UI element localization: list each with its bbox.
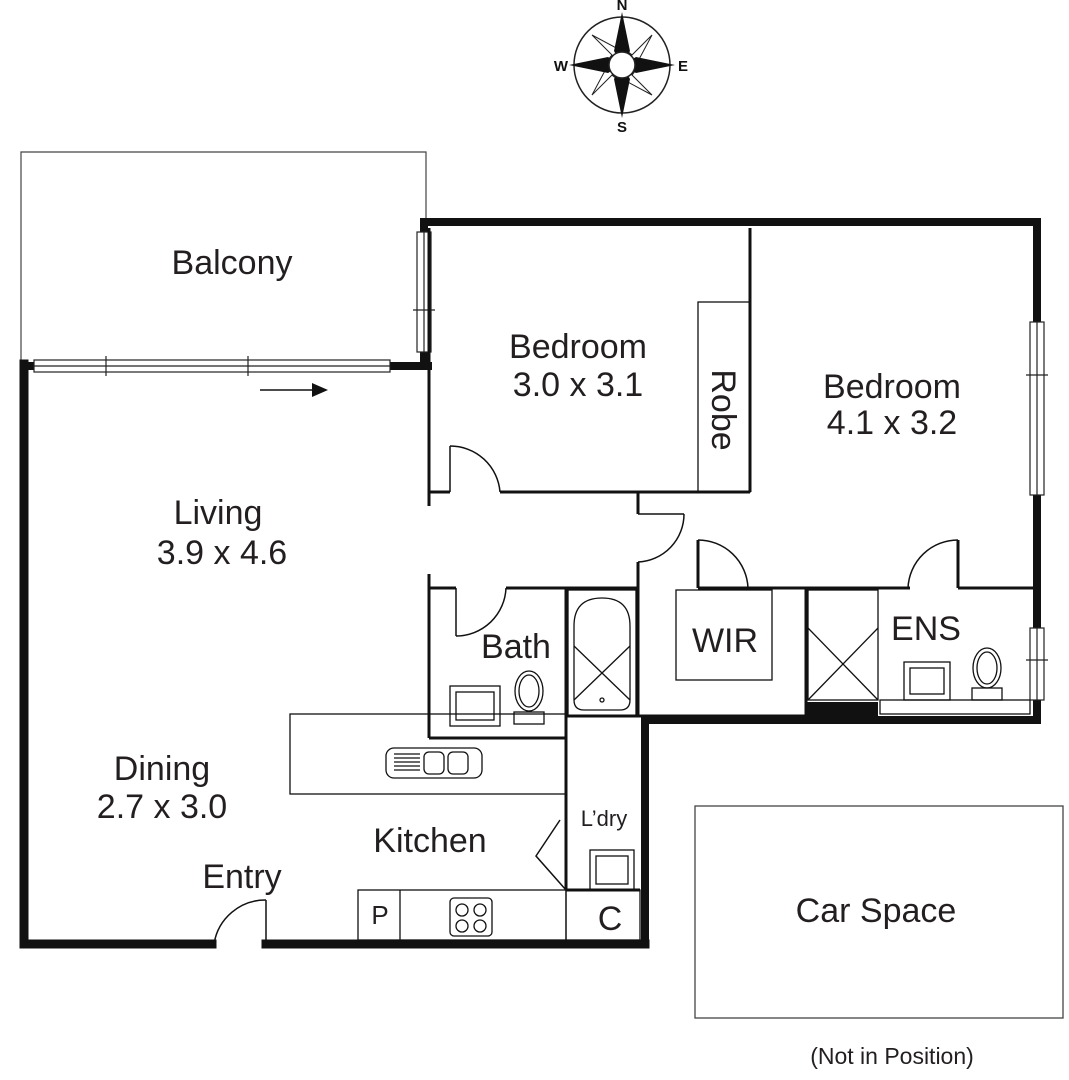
cupboard-label: C bbox=[598, 900, 623, 938]
living-label: Living bbox=[174, 494, 263, 532]
doors bbox=[213, 445, 959, 945]
laundry-label: L’dry bbox=[581, 806, 627, 831]
bedroom2-size: 3.0 x 3.1 bbox=[513, 366, 643, 404]
cooktop bbox=[449, 897, 493, 937]
bath-vanity bbox=[449, 685, 501, 727]
compass-east-label: E bbox=[678, 58, 688, 75]
balcony-area bbox=[20, 151, 427, 362]
bathtub bbox=[567, 589, 637, 717]
bedroom1-label: Bedroom bbox=[823, 368, 961, 406]
laundry-tub bbox=[589, 849, 635, 891]
bath-label: Bath bbox=[481, 628, 551, 666]
ensuite-shower bbox=[807, 589, 879, 701]
kitchen-sink bbox=[385, 747, 483, 779]
bedroom2-label: Bedroom bbox=[509, 328, 647, 366]
compass-south-label: S bbox=[617, 119, 627, 136]
ensuite-bench bbox=[879, 699, 1031, 715]
compass-icon: N S E W bbox=[554, 0, 688, 136]
sliding-direction-arrow bbox=[260, 383, 328, 397]
balcony-label: Balcony bbox=[172, 244, 293, 282]
exterior-walls bbox=[19, 218, 1041, 949]
dining-label: Dining bbox=[114, 750, 210, 788]
kitchen-island bbox=[289, 713, 567, 795]
compass-west-label: W bbox=[554, 58, 569, 75]
wir-label: WIR bbox=[692, 622, 758, 660]
car-space-label: Car Space bbox=[796, 892, 957, 930]
kitchen-label: Kitchen bbox=[373, 822, 486, 860]
robe-cabinet bbox=[697, 301, 751, 493]
ens-label: ENS bbox=[891, 610, 961, 648]
windows bbox=[33, 231, 1048, 701]
bedroom1-size: 4.1 x 3.2 bbox=[827, 404, 957, 442]
not-in-position-note: (Not in Position) bbox=[810, 1043, 974, 1069]
car-space-outline bbox=[694, 805, 1064, 1019]
robe-label: Robe bbox=[704, 369, 742, 450]
fixtures bbox=[289, 301, 1031, 941]
bath-toilet bbox=[513, 711, 545, 725]
pantry-label: P bbox=[371, 900, 388, 930]
living-size: 3.9 x 4.6 bbox=[157, 534, 287, 572]
entry-label: Entry bbox=[202, 858, 281, 896]
compass-north-label: N bbox=[617, 0, 628, 14]
dining-size: 2.7 x 3.0 bbox=[97, 788, 227, 826]
ensuite-step bbox=[806, 702, 878, 718]
wir-shelving bbox=[675, 589, 773, 681]
